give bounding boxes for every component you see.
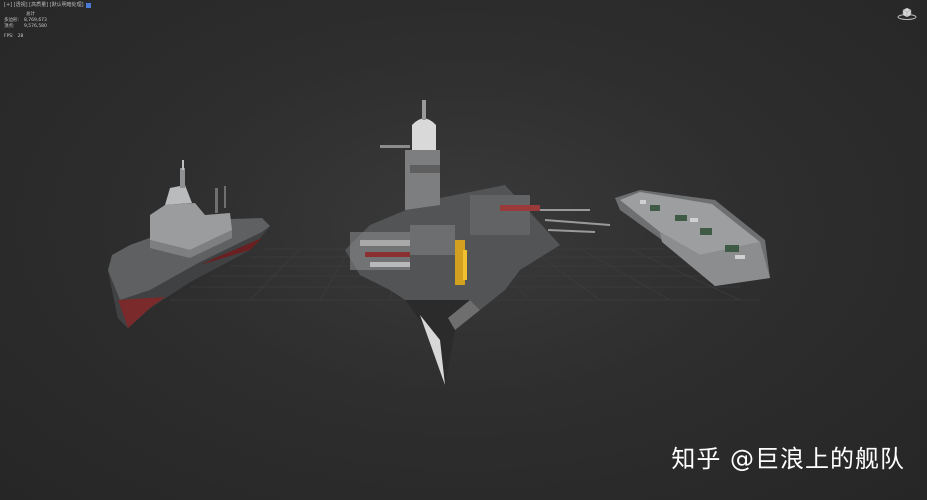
stats-title: 总计 [26,12,35,17]
stats-key: 顶点: [4,24,15,29]
stats-fps: FPS: 28 [4,34,47,40]
viewport-mode-icon [85,3,91,8]
carrier-model [345,100,611,385]
stats-key: 多边形: [4,18,20,23]
stats-row-polygons: 多边形: 8,769,673 [4,18,47,24]
stats-row-vertices: 顶点: 9,576,580 [4,24,47,30]
viewcube-icon[interactable] [897,6,917,20]
stats-value: 9,576,580 [24,24,47,29]
statistics-overlay: 总计 多边形: 8,769,673 顶点: 9,576,580 FPS: 28 [4,12,47,40]
watermark: 知乎 @巨浪上的舰队 [671,445,905,473]
hangar-model [615,190,770,286]
fps-key: FPS: [4,34,14,39]
destroyer-model [108,160,270,328]
stats-value: 8,769,673 [24,18,47,23]
fps-value: 28 [17,34,24,39]
viewport-label-text[interactable]: [+] [透视] [高质量] [默认明暗处理] [4,2,84,8]
viewport-label[interactable]: [+] [透视] [高质量] [默认明暗处理] [4,2,91,9]
